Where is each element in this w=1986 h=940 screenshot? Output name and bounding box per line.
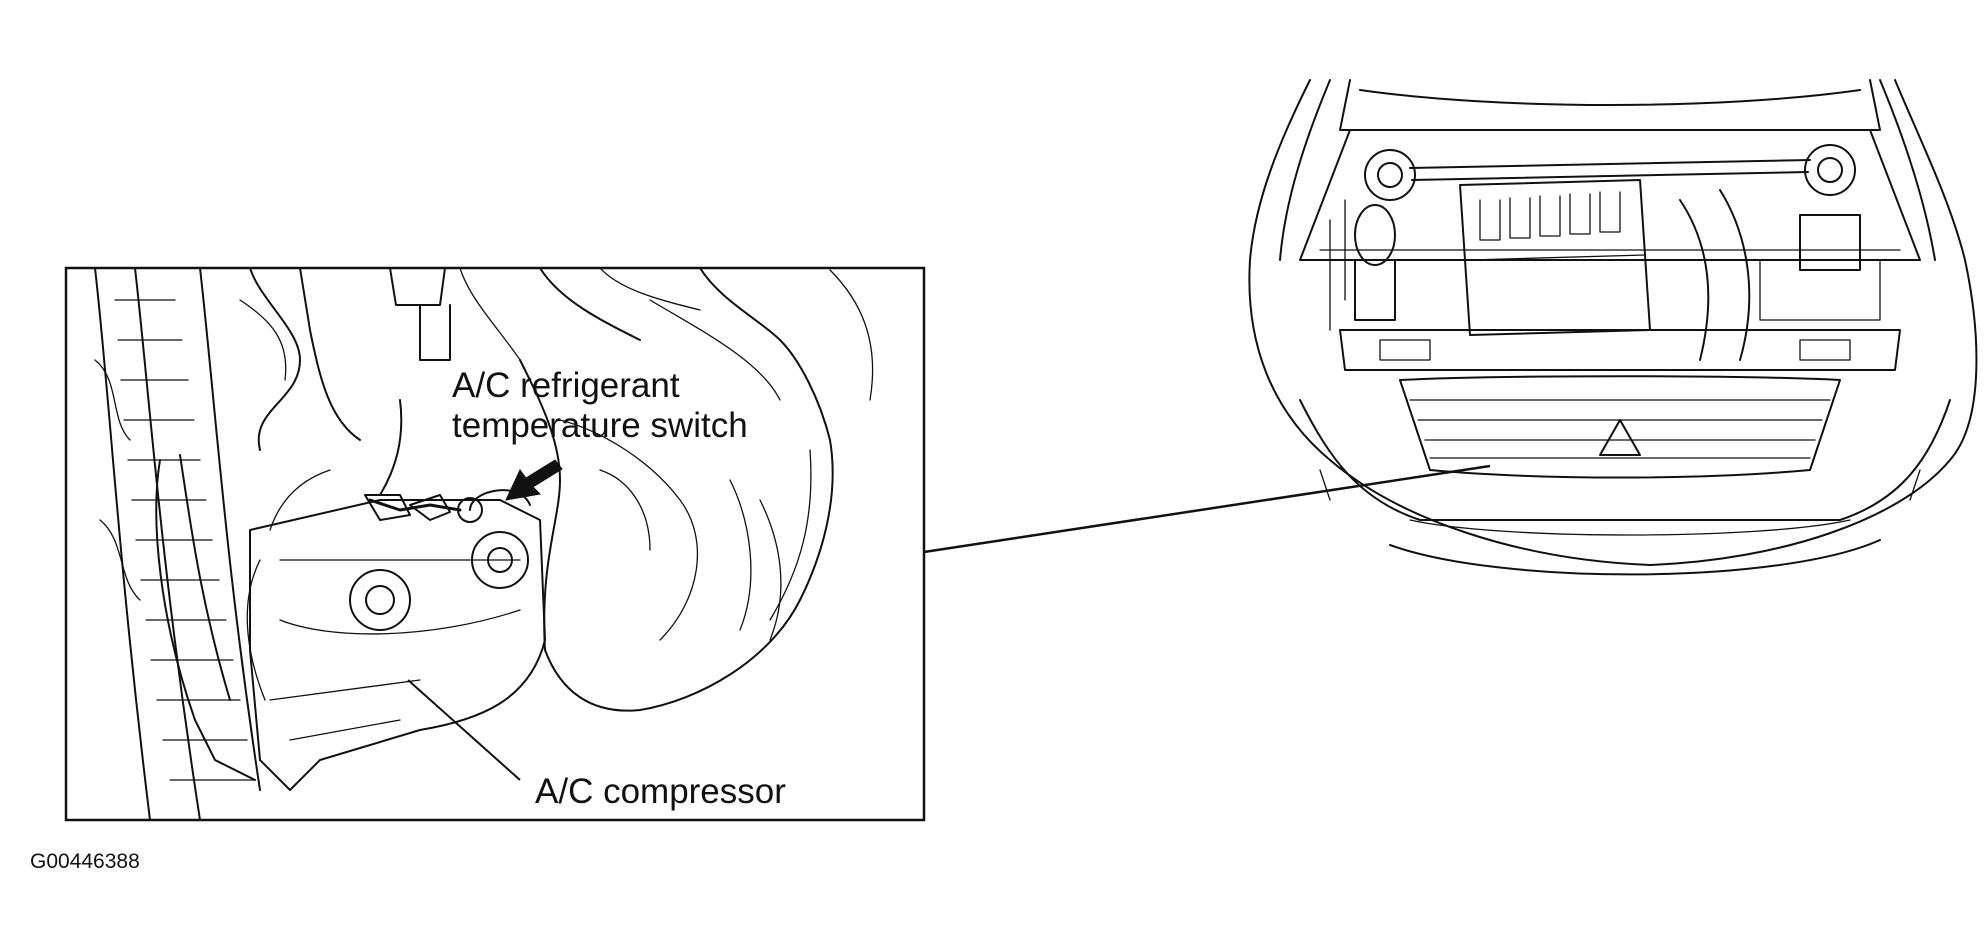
figure-id: G00446388 (30, 850, 140, 873)
switch-connector-drawing (269, 399, 483, 531)
compressor-leader-line (407, 679, 521, 781)
arrow-icon (505, 459, 563, 501)
engine-detail-drawing (94, 268, 874, 820)
switch-label-line1: A/C refrigerant (452, 366, 680, 405)
location-leader-line (923, 464, 1491, 554)
detail-inset: A/C refrigerant temperature switch A/C c… (64, 266, 926, 822)
compressor-label: A/C compressor (535, 772, 786, 811)
switch-label-line2: temperature switch (452, 406, 748, 445)
engine-block-drawing (299, 268, 874, 712)
compressor-drawing (246, 489, 546, 791)
pulley-drawing (94, 268, 301, 820)
vehicle-front-drawing (1248, 79, 1978, 576)
